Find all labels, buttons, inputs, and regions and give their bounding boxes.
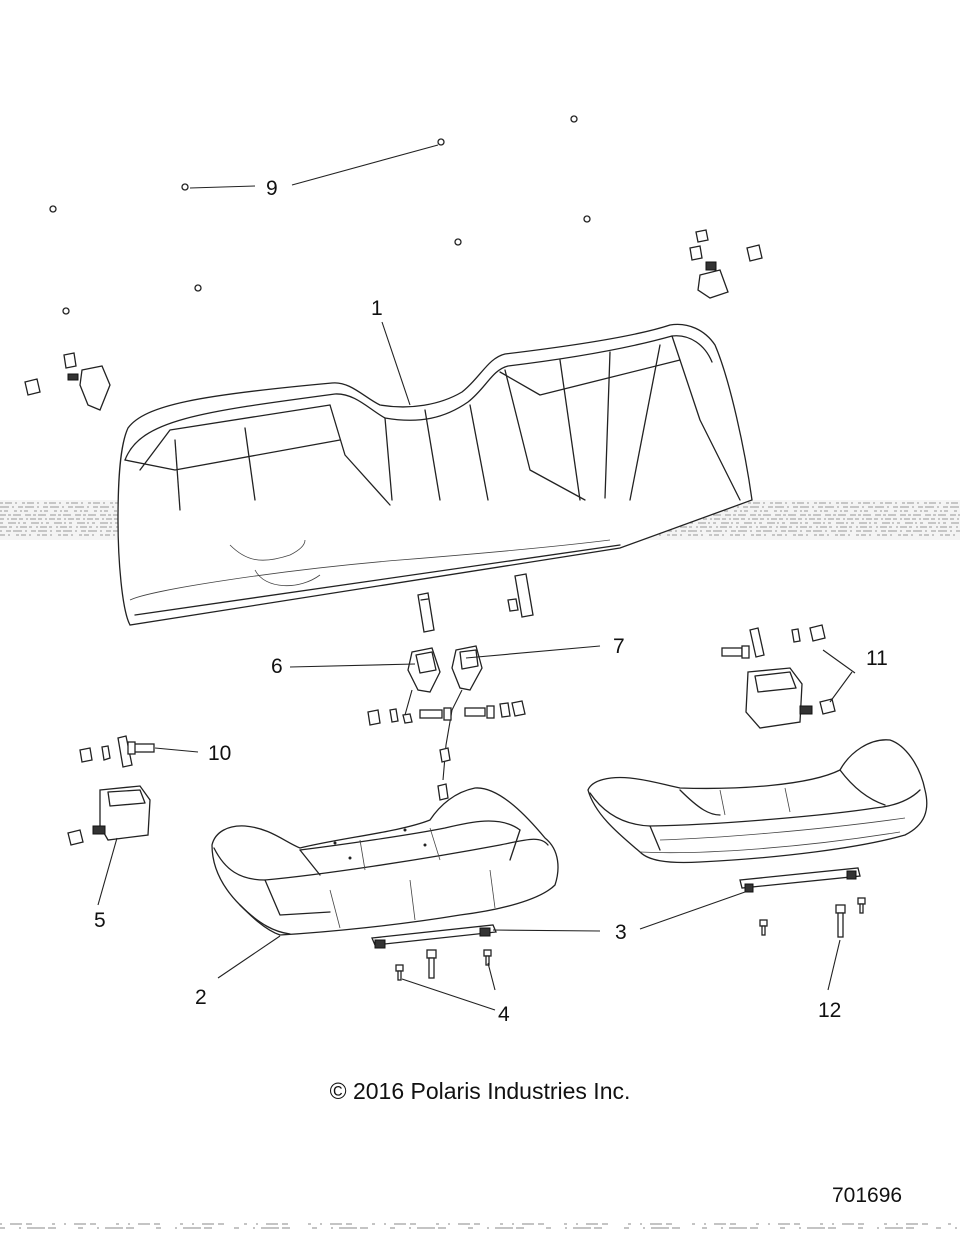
- leader-lines: [97, 144, 856, 1011]
- bottom-scan-noise: [0, 1223, 960, 1229]
- upper-right-bracket: [689, 229, 763, 299]
- right-seat-cushion: [587, 739, 928, 864]
- callout-4: 4: [498, 1003, 510, 1026]
- bracket-left: [371, 924, 497, 949]
- copyright-notice: © 2016 Polaris Industries Inc.: [329, 1078, 631, 1104]
- clips-9: [49, 115, 591, 315]
- left-seat-cushion: [211, 787, 559, 936]
- screws-group-12: [759, 897, 866, 938]
- hardware-11: [721, 624, 826, 659]
- callout-1: 1: [371, 297, 383, 320]
- buckle-6: [402, 647, 441, 724]
- callout-6: 6: [271, 655, 283, 678]
- upper-left-bracket: [24, 352, 111, 411]
- callout-11: 11: [866, 647, 888, 670]
- callout-9: 9: [266, 177, 278, 200]
- buckle-7: [437, 645, 483, 801]
- callout-7: 7: [613, 635, 625, 658]
- retractor-right: [745, 667, 836, 729]
- drawing-number: 701696: [832, 1184, 903, 1207]
- retractor-left: [67, 785, 151, 846]
- hardware-10: [79, 735, 155, 768]
- seat-backrest: [117, 323, 753, 626]
- latch-plates: [417, 573, 534, 633]
- callout-10: 10: [208, 742, 232, 765]
- callout-2: 2: [195, 986, 207, 1009]
- callout-3: 3: [615, 921, 627, 944]
- screws-group-4: [395, 949, 492, 981]
- buckle-hardware: [367, 700, 526, 726]
- callout-5: 5: [94, 909, 106, 932]
- bracket-right: [739, 867, 861, 893]
- callout-12: 12: [818, 999, 842, 1022]
